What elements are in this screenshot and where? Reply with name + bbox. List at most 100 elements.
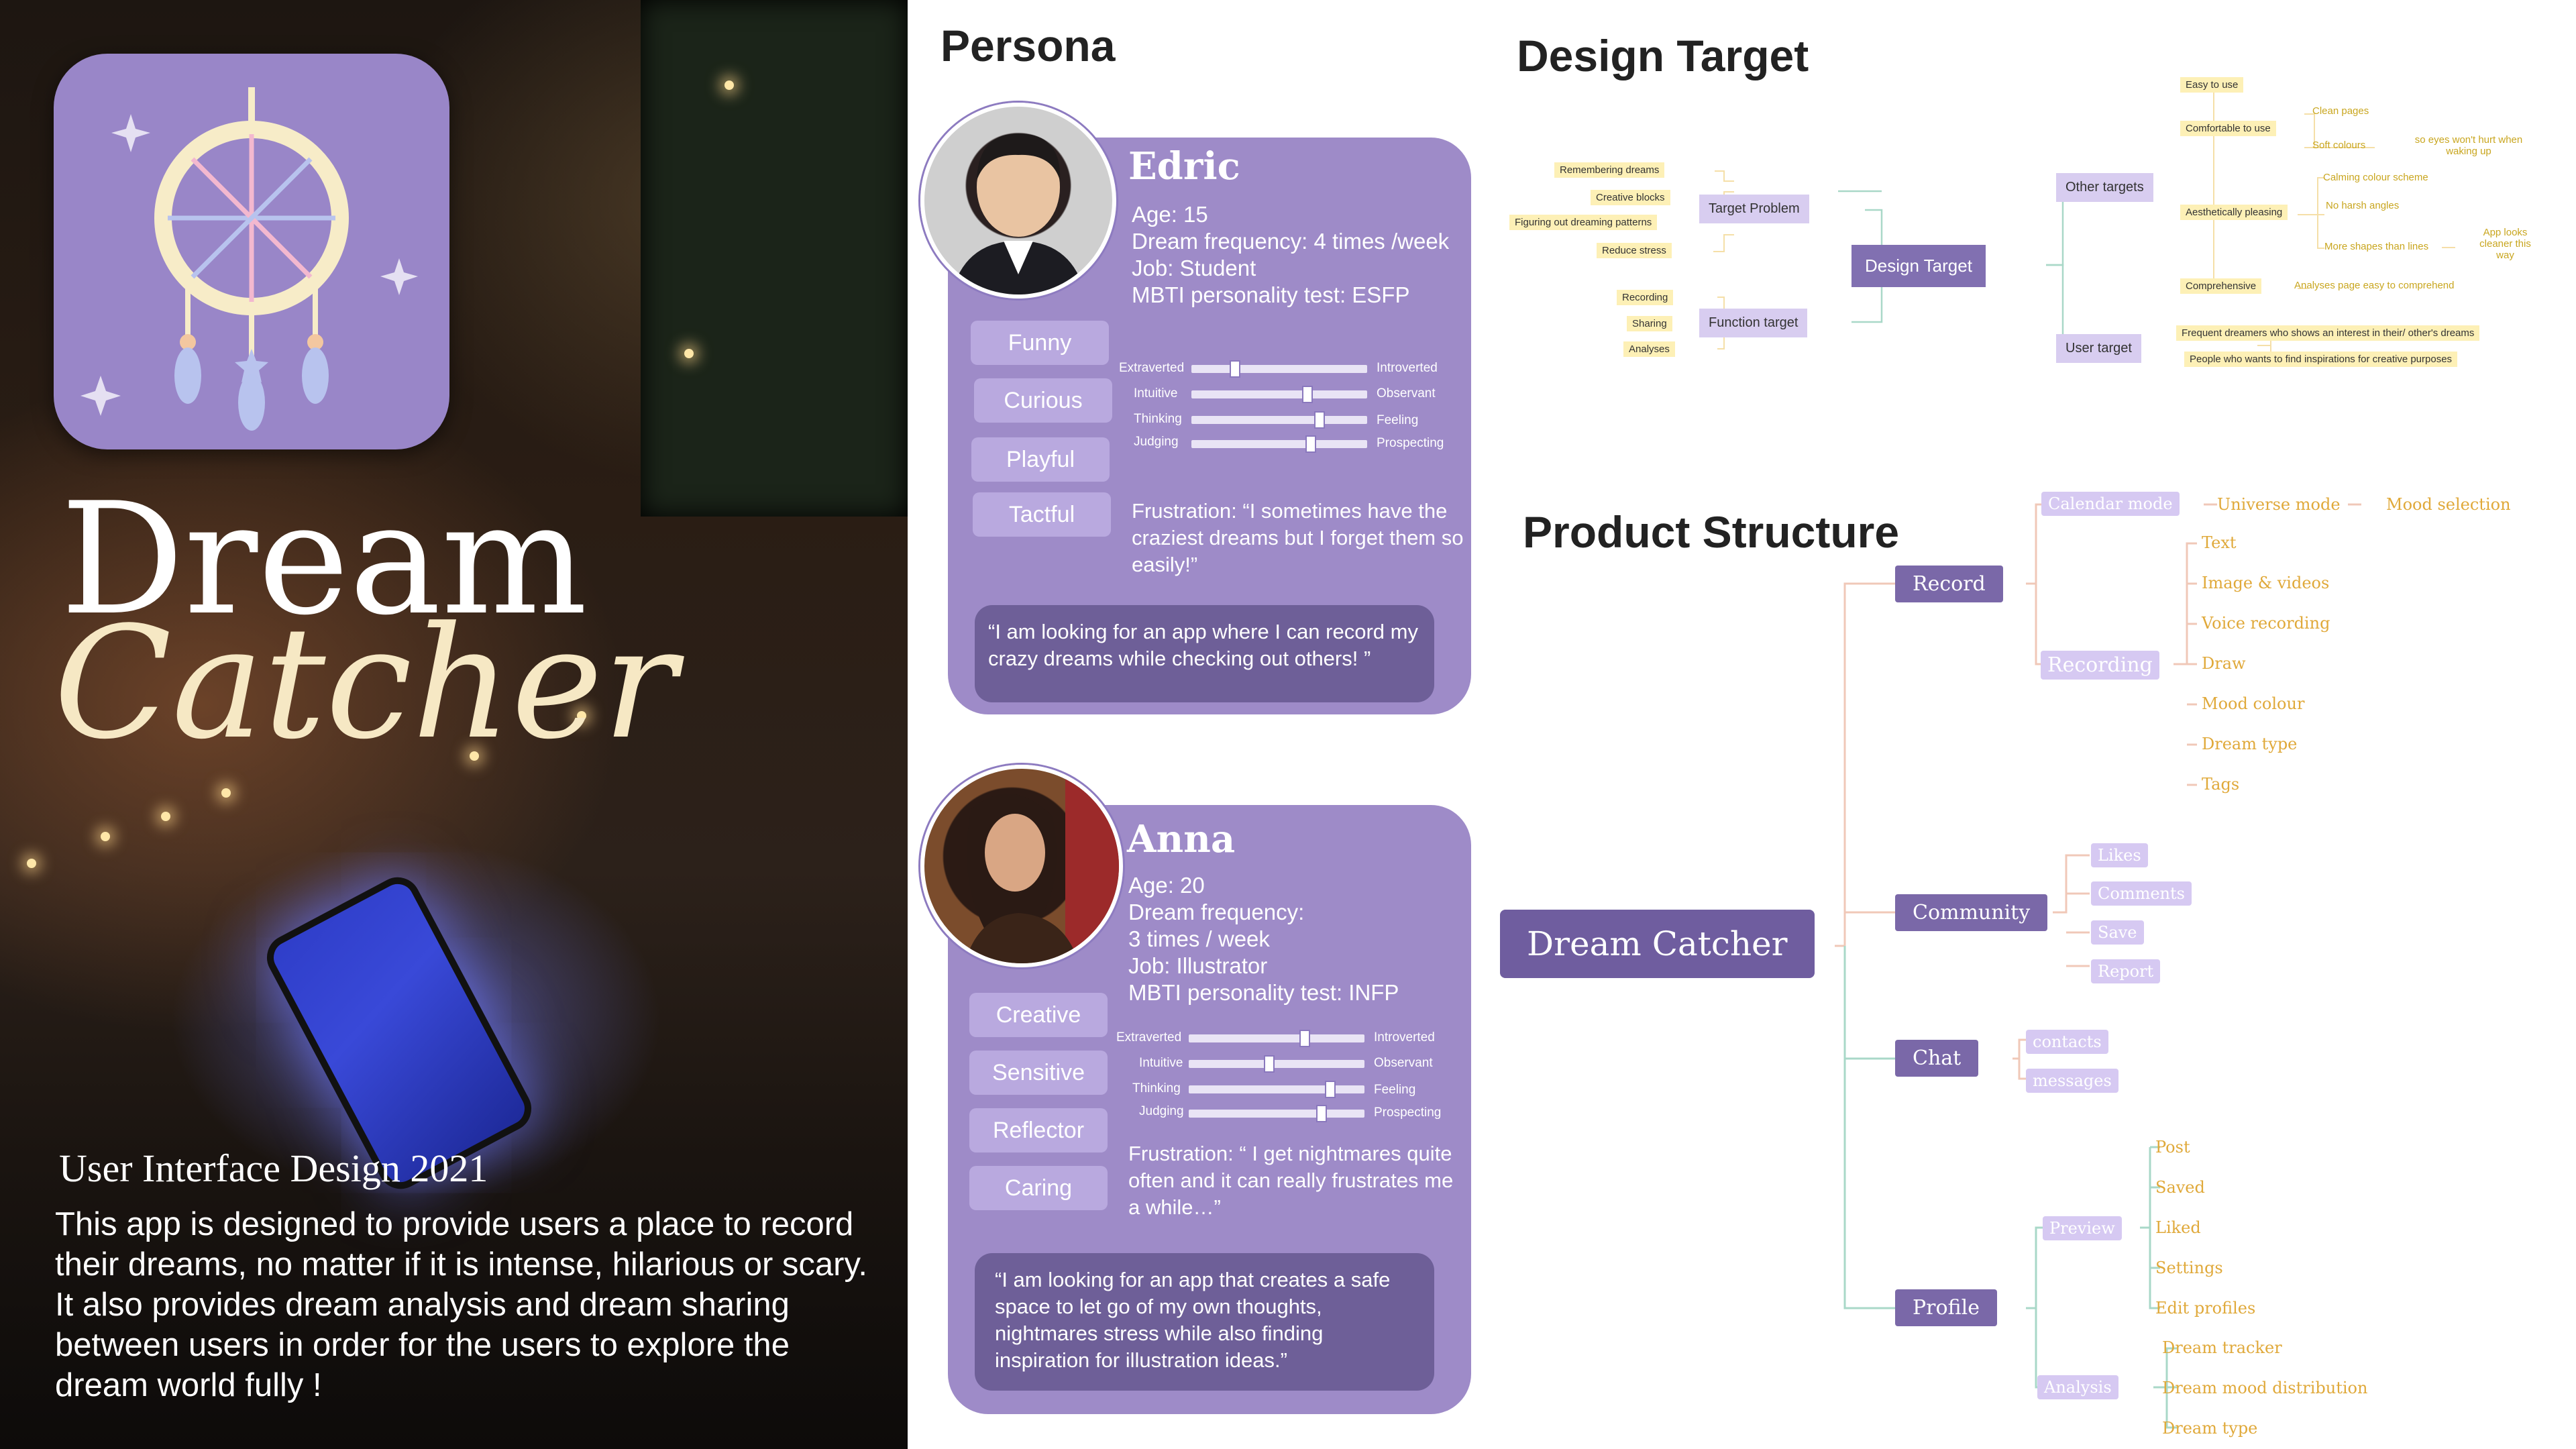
product-structure-heading: Product Structure (1523, 507, 1900, 557)
user-target-node: User target (2056, 334, 2141, 363)
persona-info-line: Age: 20 (1128, 873, 1205, 898)
other-target-detail: Analyses page easy to comprehend (2294, 280, 2455, 291)
design-target-root: Design Target (1851, 245, 1986, 287)
chat-item: contacts (2026, 1030, 2108, 1054)
trait-tag: Curious (974, 378, 1112, 423)
other-target-item: Easy to use (2180, 77, 2244, 93)
persona-name: Edric (1128, 144, 1240, 189)
app-description: This app is designed to provide users a … (55, 1206, 867, 1403)
profile-node: Profile (1895, 1289, 1997, 1326)
persona-info-line: Job: Student (1132, 256, 1256, 280)
app-icon (54, 54, 449, 449)
recording-node: Recording (2041, 651, 2159, 680)
course-subtitle: User Interface Design 2021 (59, 1146, 488, 1190)
persona-quote: “I am looking for an app that creates a … (975, 1253, 1434, 1391)
other-target-detail: More shapes than lines (2324, 241, 2429, 252)
persona-heading: Persona (941, 21, 1116, 70)
other-target-detail: Soft colours (2312, 140, 2366, 151)
mbti-sliders: Extraverted Introverted Intuitive Observ… (1116, 1030, 1458, 1124)
persona-info-line: Age: 15 (1132, 202, 1208, 227)
community-node: Community (1895, 894, 2048, 931)
other-target-item: Comfortable to use (2180, 121, 2276, 136)
slider-left-label: Intuitive (1139, 1056, 1183, 1070)
persona-info-line: Job: Illustrator (1128, 953, 1268, 978)
community-item: Likes (2091, 843, 2148, 867)
other-target-detail: so eyes won't hurt when waking up (2414, 134, 2523, 157)
fairy-light (101, 832, 110, 841)
slider-left-label: Extraverted (1116, 1030, 1182, 1044)
slider-right-label: Introverted (1377, 361, 1438, 375)
trait-tag: Caring (969, 1166, 1108, 1210)
other-target-detail: Clean pages (2312, 105, 2369, 117)
analysis-item: Dream tracker (2162, 1338, 2282, 1357)
trait-tag: Creative (969, 993, 1108, 1037)
dreamcatcher-icon (80, 87, 418, 431)
persona-info: Age: 20 Dream frequency: 3 times / week … (1128, 872, 1399, 1006)
preview-item: Settings (2155, 1258, 2223, 1277)
recording-item: Voice recording (2202, 614, 2330, 633)
calendar-mode-node: Calendar mode (2041, 492, 2180, 516)
slider-track (1191, 411, 1367, 429)
trait-tag: Funny (971, 321, 1109, 365)
other-targets-node: Other targets (2056, 173, 2153, 202)
preview-item: Post (2155, 1138, 2190, 1157)
app-title-line1: Dream (60, 470, 588, 649)
hero-panel: Dream Catcher User Interface Design 2021… (0, 0, 908, 1449)
slider-left-label: Judging (1134, 435, 1179, 449)
persona-info-line: Dream frequency: (1128, 900, 1305, 924)
community-item: Report (2091, 959, 2161, 983)
slider-track (1189, 1105, 1364, 1122)
user-target-item: People who wants to find inspirations fo… (2184, 352, 2458, 367)
slider-left-label: Thinking (1132, 1081, 1181, 1095)
recording-item: Image & videos (2202, 574, 2330, 592)
persona-frustration: Frustration: “ I get nightmares quite of… (1128, 1142, 1454, 1219)
avatar (920, 103, 1116, 299)
preview-item: Saved (2155, 1178, 2205, 1197)
analysis-item: Dream type (2162, 1419, 2258, 1438)
slider-track (1189, 1055, 1364, 1073)
other-target-detail: No harsh angles (2326, 200, 2400, 211)
trait-tag: Playful (971, 437, 1110, 482)
function-target-item: Analyses (1623, 341, 1675, 357)
slider-track (1189, 1030, 1364, 1047)
recording-item: Dream type (2202, 735, 2298, 753)
person-avatar-icon (951, 133, 1085, 294)
persona-info: Age: 15 Dream frequency: 4 times /week J… (1132, 201, 1449, 309)
avatar (920, 765, 1123, 967)
other-target-detail: App looks cleaner this way (2479, 227, 2531, 261)
slider-knob (1305, 435, 1316, 453)
fairy-light (577, 711, 586, 720)
record-node: Record (1895, 566, 2003, 602)
slider-right-label: Observant (1374, 1056, 1433, 1070)
slider-knob (1264, 1055, 1275, 1073)
slider-left-label: Extraverted (1119, 361, 1185, 375)
app-title-line2: Catcher (54, 594, 677, 773)
slider-knob (1316, 1105, 1327, 1122)
wall-frame (641, 0, 908, 517)
persona-frustration: Frustration: “I sometimes have the crazi… (1132, 499, 1464, 576)
analysis-item: Dream mood distribution (2162, 1379, 2368, 1397)
function-target-item: Sharing (1627, 316, 1672, 331)
fairy-light (27, 859, 36, 868)
fairy-light (161, 812, 170, 821)
other-target-detail: Calming colour scheme (2323, 172, 2428, 183)
recording-item: Tags (2202, 775, 2240, 794)
mbti-sliders: Extraverted Introverted Intuitive Observ… (1119, 360, 1461, 455)
fairy-light (724, 80, 734, 90)
slider-right-label: Prospecting (1377, 436, 1444, 450)
slider-left-label: Thinking (1134, 412, 1182, 426)
preview-item: Liked (2155, 1218, 2201, 1237)
slider-right-label: Prospecting (1374, 1106, 1442, 1120)
fairy-light (684, 349, 694, 358)
persona-quote: “I am looking for an app where I can rec… (975, 605, 1434, 702)
slider-knob (1314, 411, 1325, 429)
target-problem-item: Reduce stress (1597, 243, 1672, 258)
persona-name: Anna (1127, 817, 1236, 861)
target-problem-item: Creative blocks (1591, 190, 1670, 205)
target-problem-item: Remembering dreams (1554, 162, 1665, 178)
function-target-node: Function target (1699, 309, 1808, 337)
analysis-node: Analysis (2037, 1375, 2118, 1399)
chat-item: messages (2026, 1069, 2118, 1093)
chat-node: Chat (1895, 1040, 1979, 1077)
preview-item: Edit profiles (2155, 1299, 2256, 1318)
